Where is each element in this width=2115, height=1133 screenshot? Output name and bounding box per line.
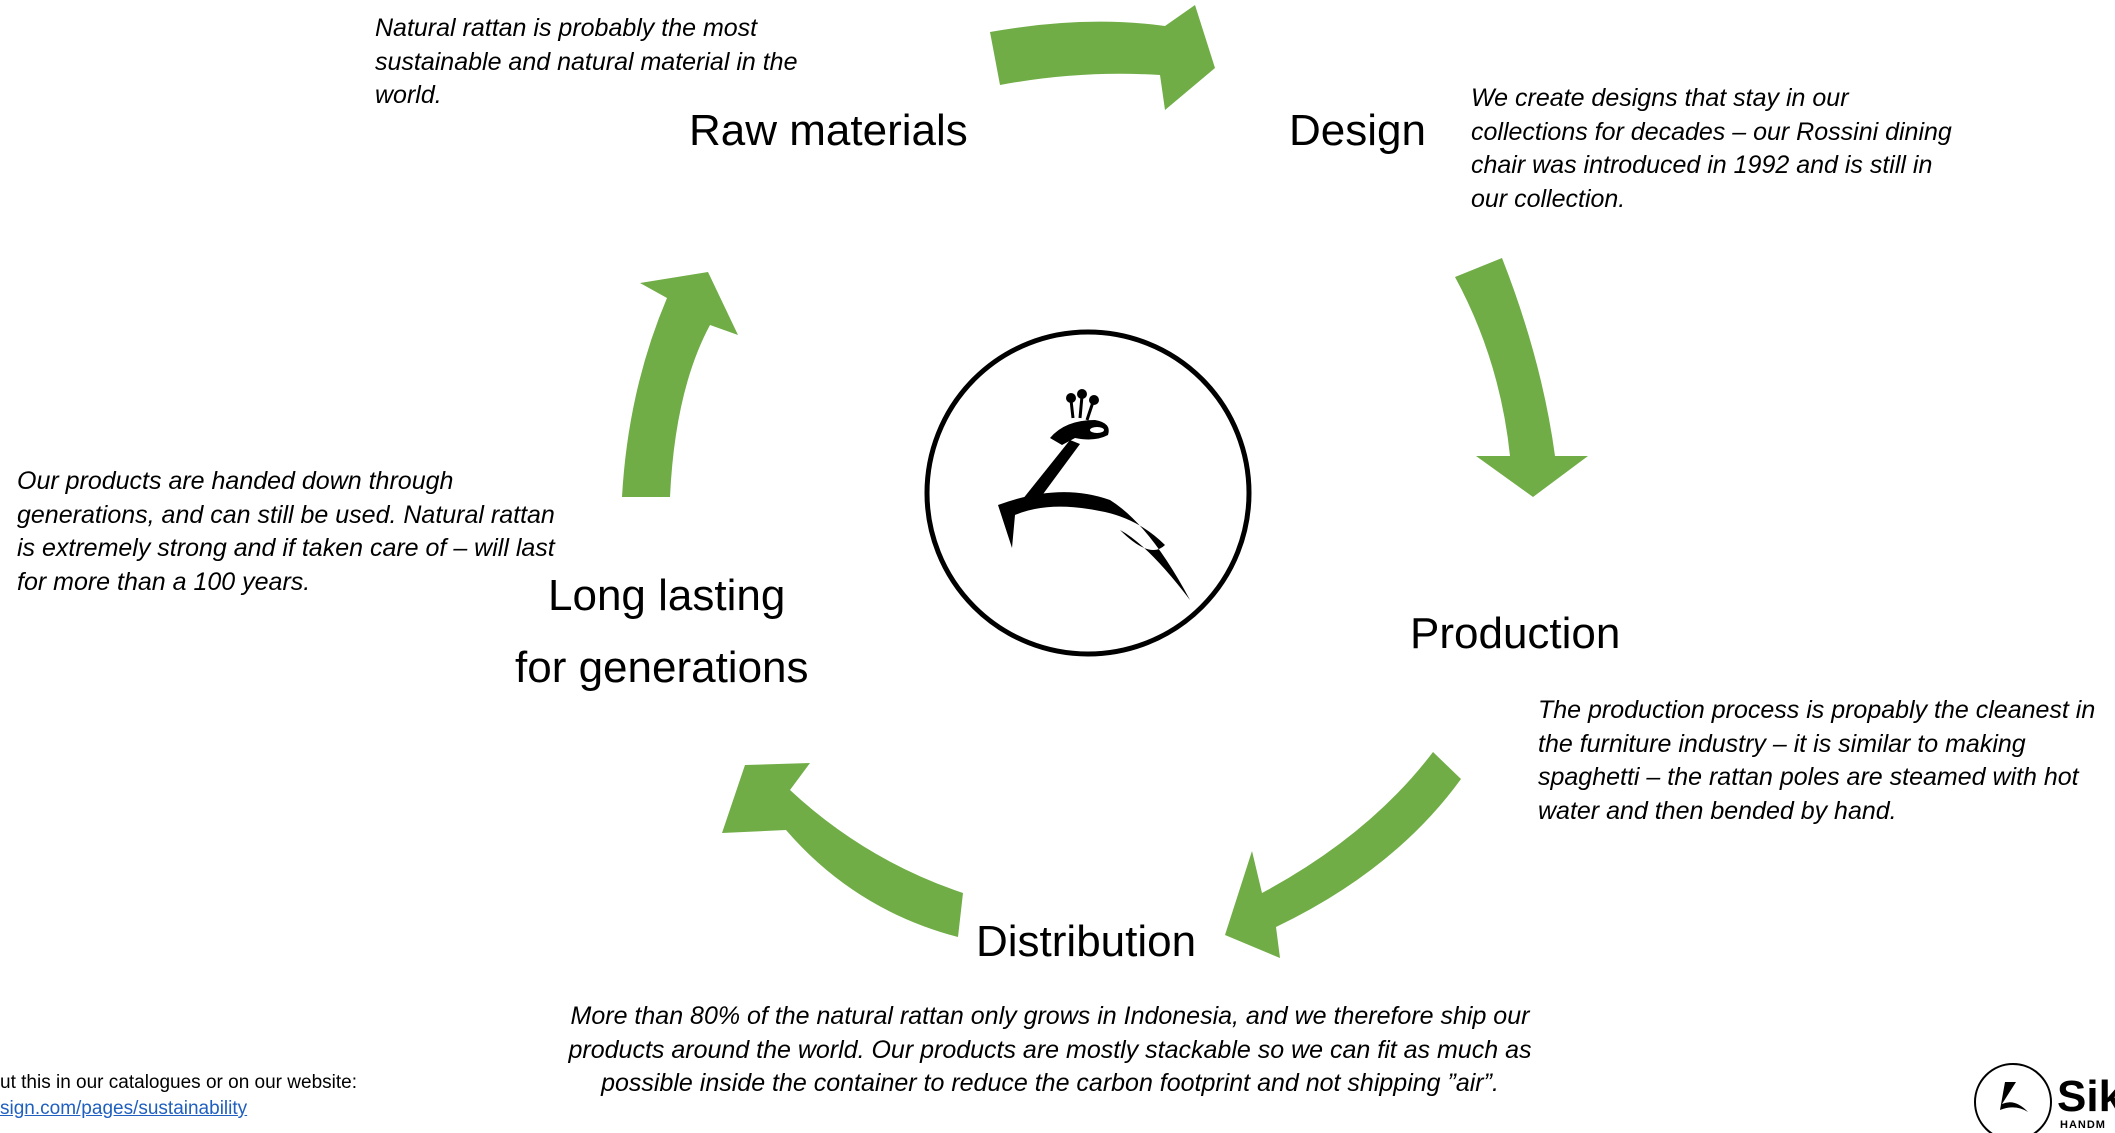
stage-long-lasting-line1: Long lasting (548, 571, 786, 620)
arrow-distribution-to-long-lasting (722, 763, 963, 937)
brand-tagline: HANDM (2060, 1119, 2106, 1131)
website-link[interactable]: sign.com/pages/sustainability (0, 1098, 248, 1119)
description-long-lasting: Our products are handed down through gen… (17, 467, 555, 596)
stage-production: Production (1410, 609, 1621, 658)
brand-logo-icon (924, 329, 1252, 657)
stage-distribution: Distribution (976, 917, 1197, 966)
description-raw-materials: Natural rattan is probably the most sust… (375, 14, 798, 109)
description-production: The production process is propably the c… (1538, 696, 2096, 825)
arrow-raw-to-design (990, 5, 1215, 110)
arrow-long-lasting-to-raw (622, 272, 738, 497)
corner-logo-icon (1974, 1063, 2052, 1133)
arrow-production-to-distribution (1225, 752, 1461, 958)
stage-design: Design (1289, 106, 1426, 155)
footer-link[interactable]: sign.com/pages/sustainability (0, 1096, 247, 1121)
brand-name: Sik (2057, 1072, 2115, 1121)
stage-raw-materials: Raw materials (689, 106, 968, 155)
description-distribution: More than 80% of the natural rattan only… (568, 1002, 1532, 1097)
description-design: We create designs that stay in our colle… (1471, 84, 1952, 213)
footer-text: ut this in our catalogues or on our webs… (0, 1072, 357, 1093)
arrow-design-to-production (1455, 258, 1588, 497)
stage-long-lasting-line2: for generations (515, 643, 809, 692)
